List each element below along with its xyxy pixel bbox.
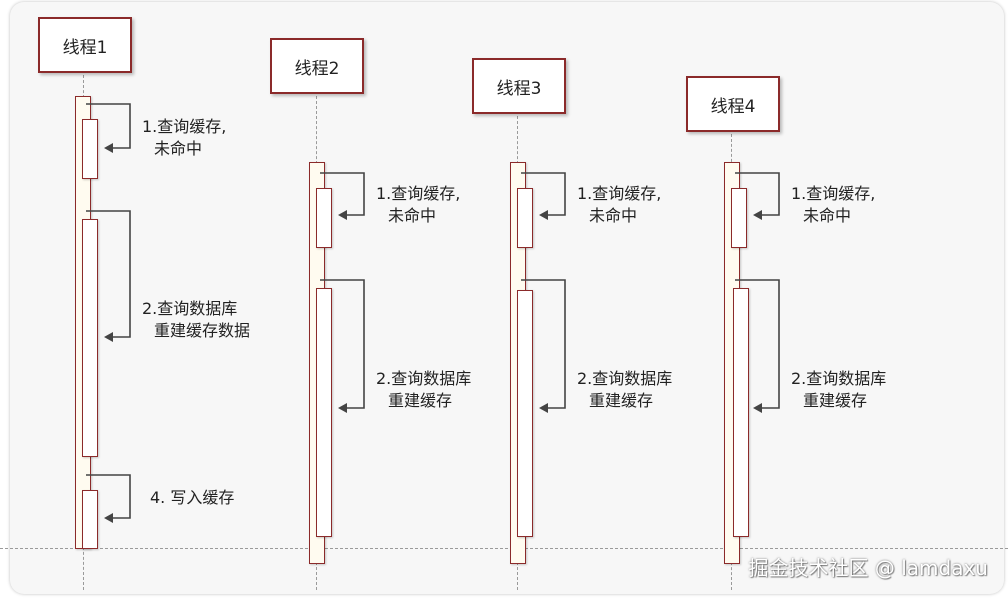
thread-header-1: 线程1 — [38, 17, 132, 73]
step-label-line1: 1.查询缓存, — [577, 184, 662, 203]
step-label-1-thread-4: 1.查询缓存, 未命中 — [791, 183, 875, 227]
step-label-line2: 重建缓存 — [803, 391, 868, 410]
step-label-2-thread-3: 2.查询数据库重建缓存 — [577, 368, 672, 412]
activation-step-3-thread-1 — [82, 490, 98, 549]
step-label-1-thread-3: 1.查询缓存, 未命中 — [577, 183, 661, 227]
step-label-line2: 重建缓存 — [589, 391, 654, 410]
step-label-line2: 未命中 — [154, 139, 203, 158]
self-message-arrow-step-1-thread-3 — [521, 172, 566, 220]
self-message-arrow-step-2-thread-4 — [735, 279, 780, 413]
activation-step-1-thread-1 — [82, 119, 98, 179]
activation-step-2-thread-3 — [517, 290, 533, 537]
thread-header-3: 线程3 — [472, 58, 566, 114]
self-message-arrow-step-1-thread-4 — [735, 172, 780, 220]
step-label-line2: 重建缓存数据 — [154, 321, 251, 340]
step-label-line1: 2.查询数据库 — [376, 369, 472, 388]
watermark: 掘金技术社区 @ lamdaxu — [748, 556, 988, 580]
step-label-line1: 2.查询数据库 — [142, 299, 238, 318]
step-label-line1: 1.查询缓存, — [142, 117, 227, 136]
activation-step-2-thread-2 — [316, 288, 332, 537]
self-message-arrow-step-1-thread-2 — [320, 172, 365, 220]
activation-step-2-thread-1 — [82, 219, 98, 457]
self-message-arrow-step-2-thread-2 — [320, 279, 365, 413]
step-label-2-thread-4: 2.查询数据库重建缓存 — [791, 368, 886, 412]
activation-step-1-thread-3 — [517, 188, 533, 248]
step-label-3-thread-1: 4. 写入缓存 — [150, 487, 234, 509]
activation-step-1-thread-4 — [731, 188, 747, 248]
horizontal-divider — [0, 548, 1008, 549]
step-label-line1: 2.查询数据库 — [577, 369, 673, 388]
self-message-arrow-step-1-thread-1 — [86, 103, 131, 153]
activation-step-1-thread-2 — [316, 188, 332, 248]
step-label-2-thread-1: 2.查询数据库重建缓存数据 — [142, 298, 250, 342]
step-label-line2: 未命中 — [388, 206, 437, 225]
activation-step-2-thread-4 — [733, 288, 749, 537]
self-message-arrow-step-2-thread-1 — [86, 210, 131, 342]
step-label-1-thread-2: 1.查询缓存, 未命中 — [376, 183, 460, 227]
thread-header-2: 线程2 — [270, 38, 364, 94]
step-label-line2: 重建缓存 — [388, 391, 453, 410]
self-message-arrow-step-3-thread-1 — [86, 474, 131, 523]
step-label-line2: 未命中 — [803, 206, 852, 225]
step-label-line1: 2.查询数据库 — [791, 369, 887, 388]
step-label-1-thread-1: 1.查询缓存, 未命中 — [142, 116, 226, 160]
step-label-line1: 1.查询缓存, — [791, 184, 876, 203]
step-label-2-thread-2: 2.查询数据库重建缓存 — [376, 368, 471, 412]
step-label-line1: 4. 写入缓存 — [150, 488, 235, 507]
step-label-line1: 1.查询缓存, — [376, 184, 461, 203]
self-message-arrow-step-2-thread-3 — [521, 279, 566, 413]
thread-header-4: 线程4 — [686, 76, 780, 132]
step-label-line2: 未命中 — [589, 206, 638, 225]
